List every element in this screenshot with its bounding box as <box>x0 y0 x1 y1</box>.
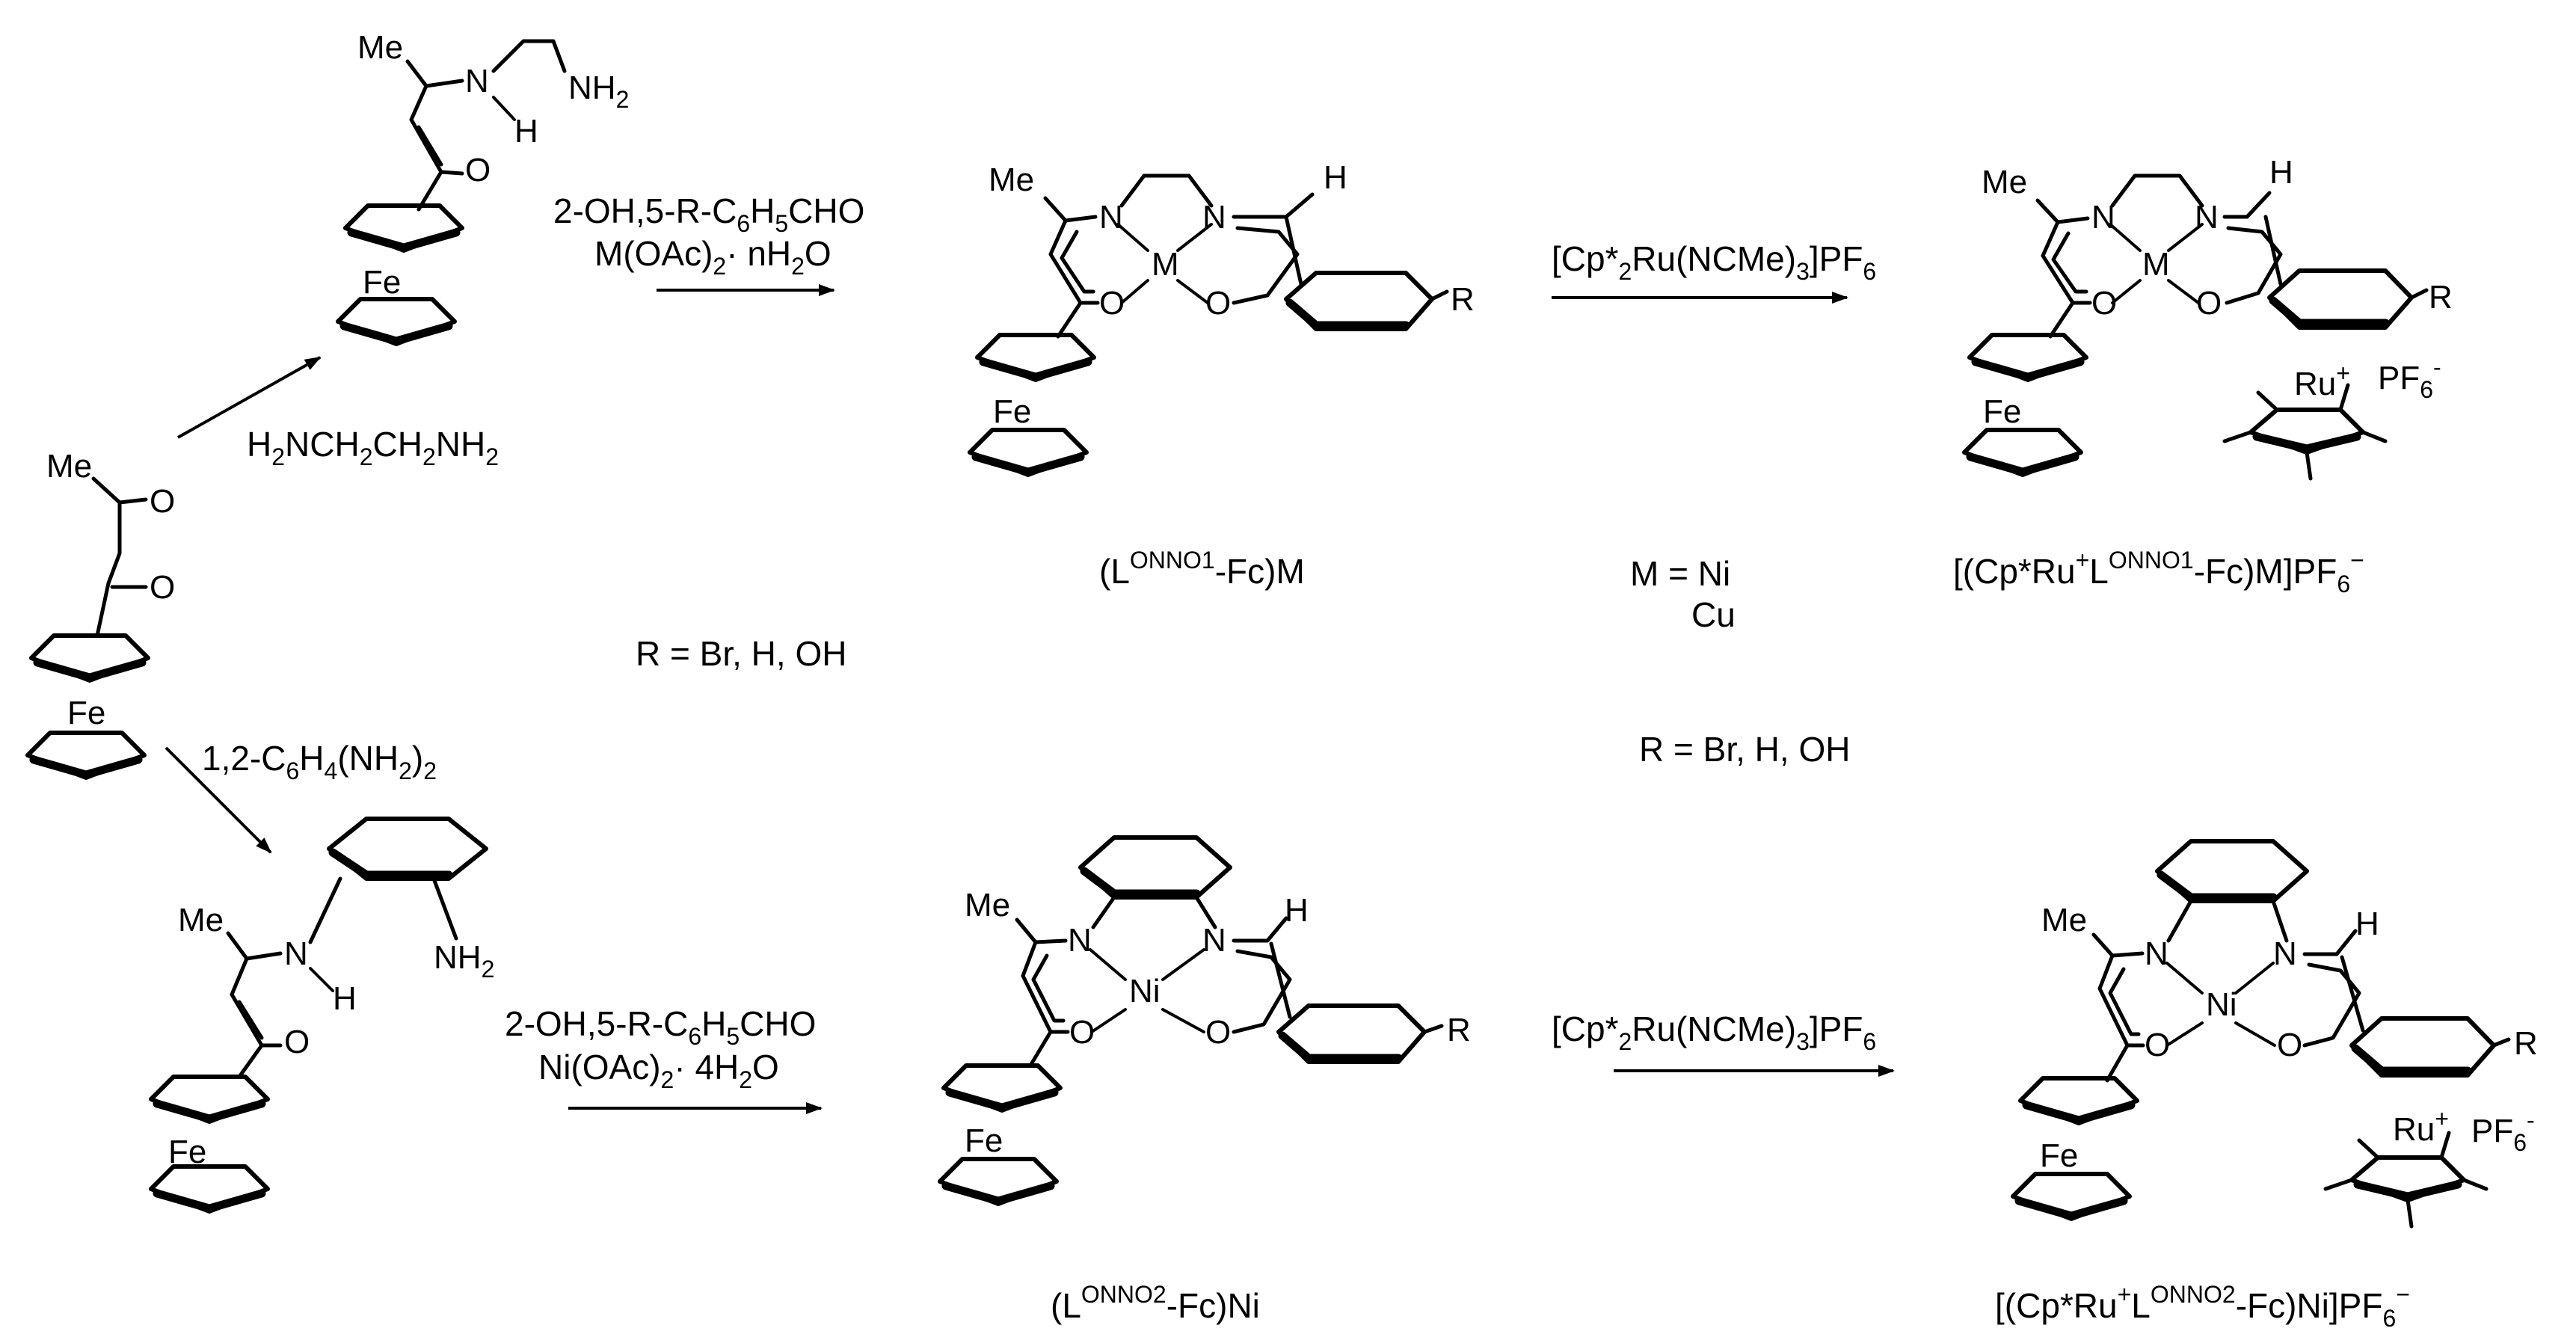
ruthenium-label: Ru+ <box>2294 360 2350 402</box>
iron-label: Fe <box>993 393 1031 430</box>
r-group-label: R <box>1447 1012 1471 1048</box>
condition-ru-reagent-top: [Cp*2Ru(NCMe)3]PF6 <box>1552 239 1876 285</box>
r-group-label: R <box>2429 279 2453 316</box>
methyl-label: Me <box>46 448 92 485</box>
enaminone-ethylenediamine: Me N H O NH2 Fe <box>338 29 629 344</box>
iron-label: Fe <box>363 264 401 301</box>
r-group-label: R <box>2514 1025 2538 1062</box>
cyclopentadienyl-ring-upper <box>31 636 148 680</box>
condition-nickel-acetate: Ni(OAc)2· 4H2O <box>538 1048 779 1093</box>
nitrogen-label: N <box>2195 199 2219 236</box>
oxygen-label: O <box>1205 285 1231 322</box>
metal-options-line1: M = Ni <box>1630 554 1730 593</box>
enaminone-phenylenediamine: Me N H O NH2 Fe <box>151 817 494 1211</box>
complex-ru-lonno1-m: Me N N M O O H R Fe Ru+ PF6- <box>1964 154 2453 481</box>
iron-label: Fe <box>2040 1137 2078 1174</box>
label-complex2: (LONNO2-Fc)Ni <box>1051 1281 1260 1325</box>
nitrogen-label: N <box>1099 199 1123 236</box>
nickel-label: Ni <box>2206 986 2237 1023</box>
methyl-label: Me <box>357 29 403 66</box>
oxygen-label: O <box>284 1024 310 1060</box>
label-ru-complex2: [(Cp*Ru+LONNO2-Fc)Ni]PF6− <box>1995 1281 2410 1332</box>
hydrogen-label: H <box>333 980 357 1017</box>
hydrogen-label: H <box>2355 906 2379 942</box>
nitrogen-label: N <box>284 935 308 972</box>
condition-ethylenediamine: H2NCH2CH2NH2 <box>247 425 499 470</box>
condition-metal-acetate: M(OAc)2· nH2O <box>594 234 831 280</box>
complex-lonno1-m: Me N N M O O H R Fe <box>970 159 1475 475</box>
r-groups-label-left: R = Br, H, OH <box>636 634 846 673</box>
methyl-label: Me <box>989 162 1034 198</box>
label-complex1: (LONNO1-Fc)M <box>1099 547 1305 591</box>
nitrogen-label: N <box>465 63 489 99</box>
methyl-label: Me <box>965 887 1010 923</box>
complex-ru-lonno2-ni: Me N N Ni O O H R Fe Ru+ PF6- <box>2013 839 2538 1229</box>
reaction-arrow-down <box>165 746 272 854</box>
methyl-label: Me <box>1982 164 2027 200</box>
oxygen-label: O <box>2277 1027 2302 1063</box>
oxygen-label: O <box>2196 285 2222 322</box>
hydrogen-label: H <box>2269 154 2293 191</box>
iron-label: Fe <box>1983 393 2021 430</box>
nitrogen-label: N <box>1068 922 1092 959</box>
amine-label: NH2 <box>434 939 494 983</box>
condition-aldehyde-top: 2-OH,5-R-C6H5CHO <box>553 191 864 237</box>
label-ru-complex1: [(Cp*Ru+LONNO1-Fc)M]PF6− <box>1953 547 2364 597</box>
methyl-label: Me <box>2041 902 2087 938</box>
metal-options-line2: Cu <box>1691 595 1736 634</box>
condition-ru-reagent-bottom: [Cp*2Ru(NCMe)3]PF6 <box>1552 1009 1876 1055</box>
iron-label: Fe <box>168 1134 206 1170</box>
amine-label: NH2 <box>568 70 629 113</box>
pf6-label: PF6- <box>2471 1107 2535 1156</box>
metal-label: M <box>1152 246 1179 283</box>
cyclopentadienyl-ring-lower <box>28 733 144 778</box>
hydrogen-label: H <box>514 113 538 150</box>
oxygen-label: O <box>150 569 175 606</box>
nitrogen-label: N <box>2145 935 2168 972</box>
nickel-label: Ni <box>1129 973 1161 1009</box>
iron-label: Fe <box>965 1122 1003 1159</box>
r-group-label: R <box>1451 281 1475 318</box>
starting-diketone: Me O O Fe <box>28 448 175 778</box>
oxygen-label: O <box>465 152 491 188</box>
hydrogen-label: H <box>1324 159 1347 196</box>
metal-label: M <box>2142 246 2170 283</box>
condition-phenylenediamine: 1,2-C6H4(NH2)2 <box>202 739 437 784</box>
methyl-label: Me <box>178 902 224 938</box>
oxygen-label: O <box>1205 1014 1231 1051</box>
ruthenium-label: Ru+ <box>2393 1105 2449 1148</box>
hydrogen-label: H <box>1285 892 1309 929</box>
r-groups-label-right: R = Br, H, OH <box>1639 730 1850 769</box>
reaction-arrow-up <box>177 356 322 439</box>
oxygen-label: O <box>150 483 175 520</box>
iron-label: Fe <box>67 695 105 731</box>
pf6-label: PF6- <box>2378 354 2441 403</box>
complex-lonno2-ni: Me N N Ni O O H R Fe <box>940 835 1471 1204</box>
condition-aldehyde-bottom: 2-OH,5-R-C6H5CHO <box>505 1004 816 1050</box>
